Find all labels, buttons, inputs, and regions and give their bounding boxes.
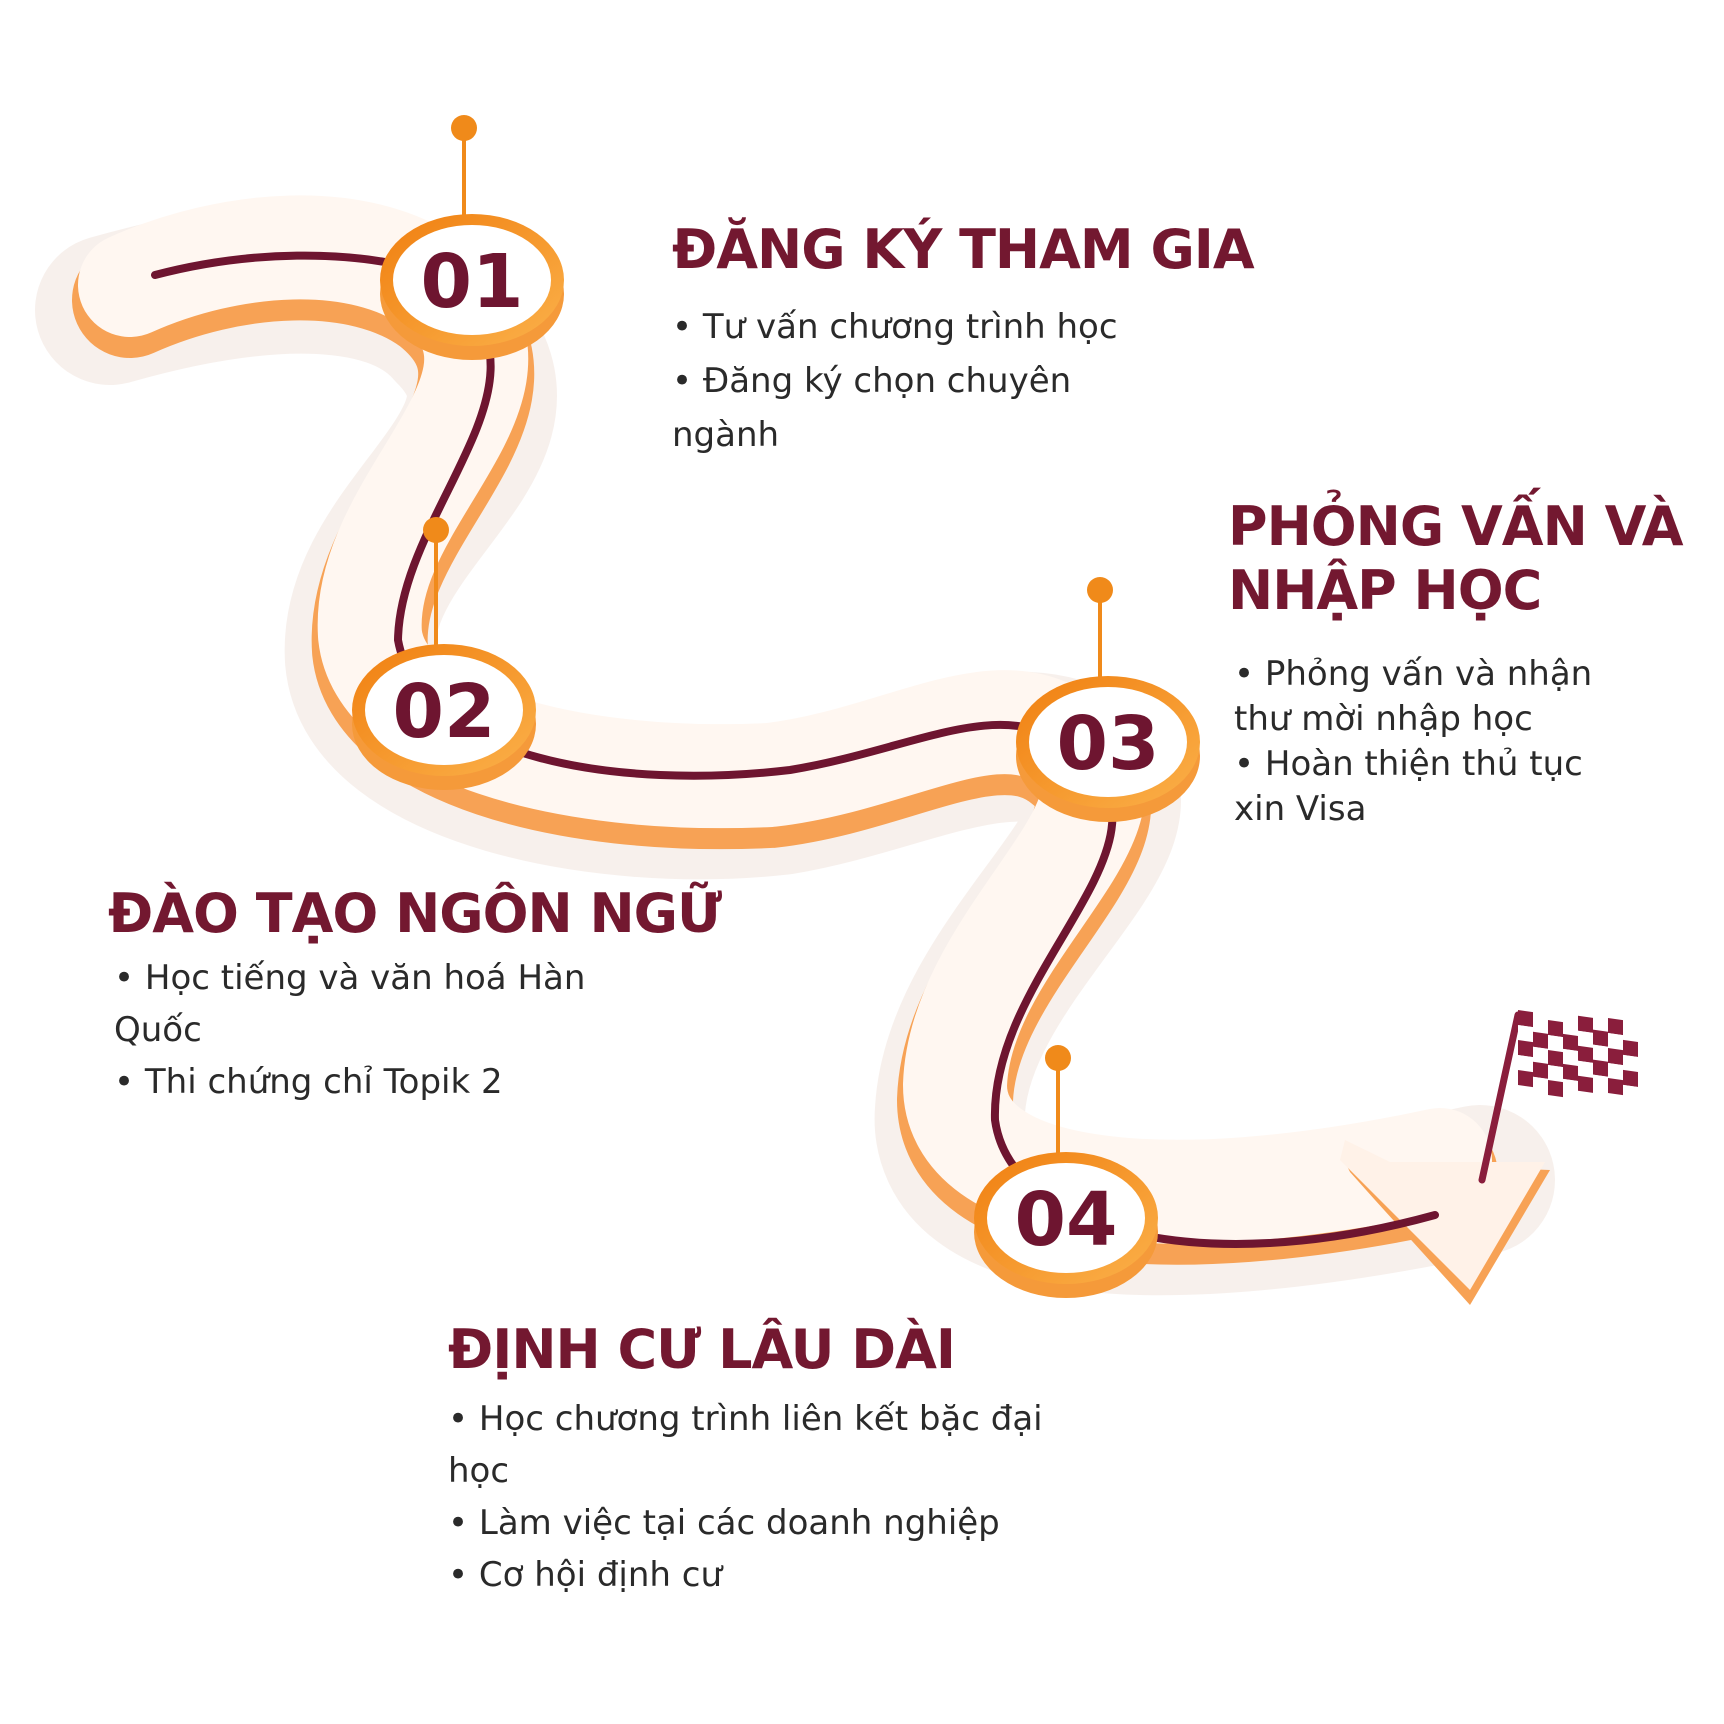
step-3-bullets: Phỏng vấn và nhận thư mời nhập học Hoàn …: [1234, 652, 1634, 832]
flag-cell: [1578, 1060, 1593, 1078]
step-1-number: 01: [421, 239, 524, 325]
flag-cell: [1593, 1029, 1608, 1047]
step-1-badge: 01: [380, 214, 564, 360]
flag-cell: [1563, 1018, 1578, 1036]
flag-cell: [1518, 1040, 1533, 1058]
location-pin-icon: [451, 115, 477, 218]
flag-cell: [1533, 1031, 1548, 1049]
arrow-head-top: [1340, 1140, 1545, 1290]
flag-cell: [1608, 1018, 1623, 1036]
flag-cell: [1608, 1063, 1623, 1081]
flag-cell: [1608, 1033, 1623, 1051]
step-2-bullet: Thi chứng chỉ Topik 2: [114, 1056, 614, 1108]
flag-cell: [1593, 1059, 1608, 1077]
flag-cell: [1608, 1078, 1623, 1096]
flag-cell: [1563, 1033, 1578, 1051]
flag-cell: [1548, 1080, 1563, 1098]
step-2-bullet: Học tiếng và văn hoá Hàn Quốc: [114, 952, 614, 1056]
step-1-bullet: Đăng ký chọn chuyên ngành: [672, 354, 1142, 462]
location-pin-icon: [1087, 577, 1113, 680]
flag-cell: [1563, 1063, 1578, 1081]
flag-cell: [1578, 1075, 1593, 1093]
flag-cell: [1623, 1054, 1638, 1072]
flag-cell: [1518, 1010, 1533, 1028]
flag-cell: [1518, 1070, 1533, 1088]
step-1-bullets: Tư vấn chương trình học Đăng ký chọn chu…: [672, 300, 1142, 462]
step-2-number: 02: [393, 669, 496, 755]
flag-cell: [1518, 1055, 1533, 1073]
step-1-title: ĐĂNG KÝ THAM GIA: [672, 218, 1255, 281]
flag-cell: [1623, 1024, 1638, 1042]
step-2-badge: 02: [352, 644, 536, 790]
step-4-bullet: Cơ hội định cư: [448, 1549, 1048, 1601]
flag-cell: [1533, 1016, 1548, 1034]
step-2-bullets: Học tiếng và văn hoá Hàn Quốc Thi chứng …: [114, 952, 614, 1108]
step-4-bullets: Học chương trình liên kết bặc đại học Là…: [448, 1393, 1048, 1601]
step-3-number: 03: [1057, 701, 1160, 787]
flag-cell: [1578, 1015, 1593, 1033]
flag-cell: [1518, 1025, 1533, 1043]
flag-cell: [1623, 1069, 1638, 1087]
step-1-bullet: Tư vấn chương trình học: [672, 300, 1142, 354]
checkered-flag-icon: [1478, 1010, 1638, 1184]
step-4-badge: 04: [974, 1152, 1158, 1298]
step-4-number: 04: [1015, 1177, 1118, 1263]
flag-cell: [1578, 1030, 1593, 1048]
flag-cell: [1533, 1076, 1548, 1094]
flag-cell: [1548, 1065, 1563, 1083]
flag-cell: [1623, 1084, 1638, 1102]
step-3-title: PHỎNG VẤN VÀ NHẬP HỌC: [1228, 495, 1684, 622]
flag-cell: [1623, 1039, 1638, 1057]
flag-cell: [1578, 1045, 1593, 1063]
flag-cell: [1593, 1074, 1608, 1092]
flag-cell: [1563, 1078, 1578, 1096]
step-3-bullet: Phỏng vấn và nhận thư mời nhập học: [1234, 652, 1634, 742]
flag-cell: [1548, 1050, 1563, 1068]
flag-cell: [1593, 1014, 1608, 1032]
flag-cell: [1533, 1061, 1548, 1079]
flag-cell: [1548, 1020, 1563, 1038]
step-4-title: ĐỊNH CƯ LÂU DÀI: [448, 1318, 956, 1381]
location-pin-icon: [1045, 1045, 1071, 1156]
flag-cell: [1548, 1035, 1563, 1053]
flag-cell: [1608, 1048, 1623, 1066]
step-4-bullet: Học chương trình liên kết bặc đại học: [448, 1393, 1048, 1497]
step-4-bullet: Làm việc tại các doanh nghiệp: [448, 1497, 1048, 1549]
step-3-bullet: Hoàn thiện thủ tục xin Visa: [1234, 742, 1634, 832]
flag-cell: [1593, 1044, 1608, 1062]
step-2-title: ĐÀO TẠO NGÔN NGỮ: [108, 882, 722, 945]
flag-cell: [1533, 1046, 1548, 1064]
step-3-badge: 03: [1016, 676, 1200, 822]
flag-cell: [1563, 1048, 1578, 1066]
location-pin-icon: [423, 517, 449, 648]
